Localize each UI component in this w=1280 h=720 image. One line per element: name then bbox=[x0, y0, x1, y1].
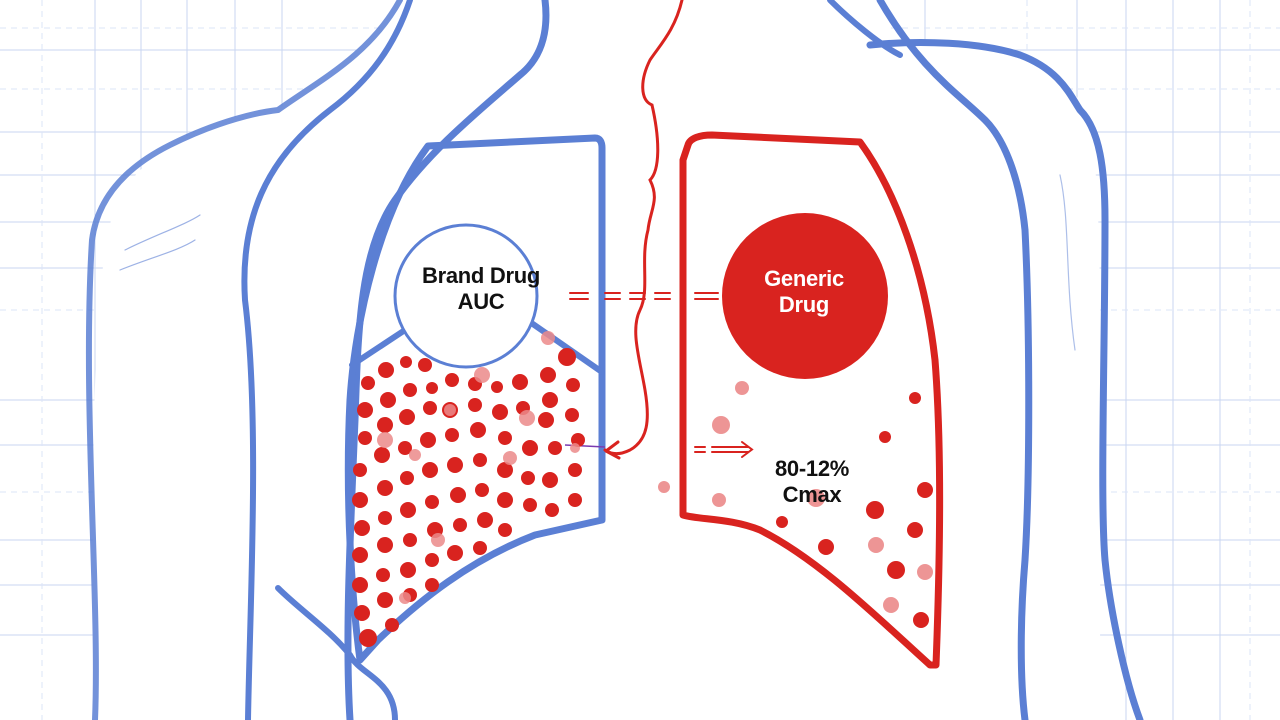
cmax-label: Cmax bbox=[782, 482, 842, 508]
left-lung-inner-divider bbox=[349, 319, 605, 375]
brand-drug-label-line1: Brand Drug bbox=[421, 263, 540, 288]
generic-drug-label-line1: Generic bbox=[764, 266, 844, 291]
trachea-line bbox=[603, 0, 684, 456]
cmax-annotation: 80-12% Cmax bbox=[752, 456, 872, 509]
brand-generic-connector bbox=[569, 292, 719, 300]
cmax-percent-range: 80-12% bbox=[774, 456, 850, 481]
right-lung-particles bbox=[776, 392, 933, 628]
right-shoulder-outline bbox=[827, 0, 1144, 720]
generic-drug-label: Generic Drug bbox=[722, 266, 886, 319]
cmax-arrow-icon bbox=[694, 441, 754, 458]
generic-drug-label-line2: Drug bbox=[778, 292, 830, 318]
right-lung-particles-faded bbox=[658, 381, 933, 613]
right-lung-outline bbox=[679, 131, 944, 669]
torso-silhouette bbox=[92, 0, 1101, 720]
left-lung-outline bbox=[344, 134, 606, 664]
brand-drug-label-line2: AUC bbox=[457, 289, 505, 315]
curved-arrow-head-icon bbox=[604, 440, 621, 460]
left-lung-particles-faded bbox=[377, 331, 580, 604]
brand-drug-auc-label: Brand Drug AUC bbox=[395, 263, 567, 316]
brand-drug-callout bbox=[393, 223, 539, 369]
generic-drug-callout bbox=[722, 213, 888, 379]
left-lung-base bbox=[275, 585, 398, 720]
